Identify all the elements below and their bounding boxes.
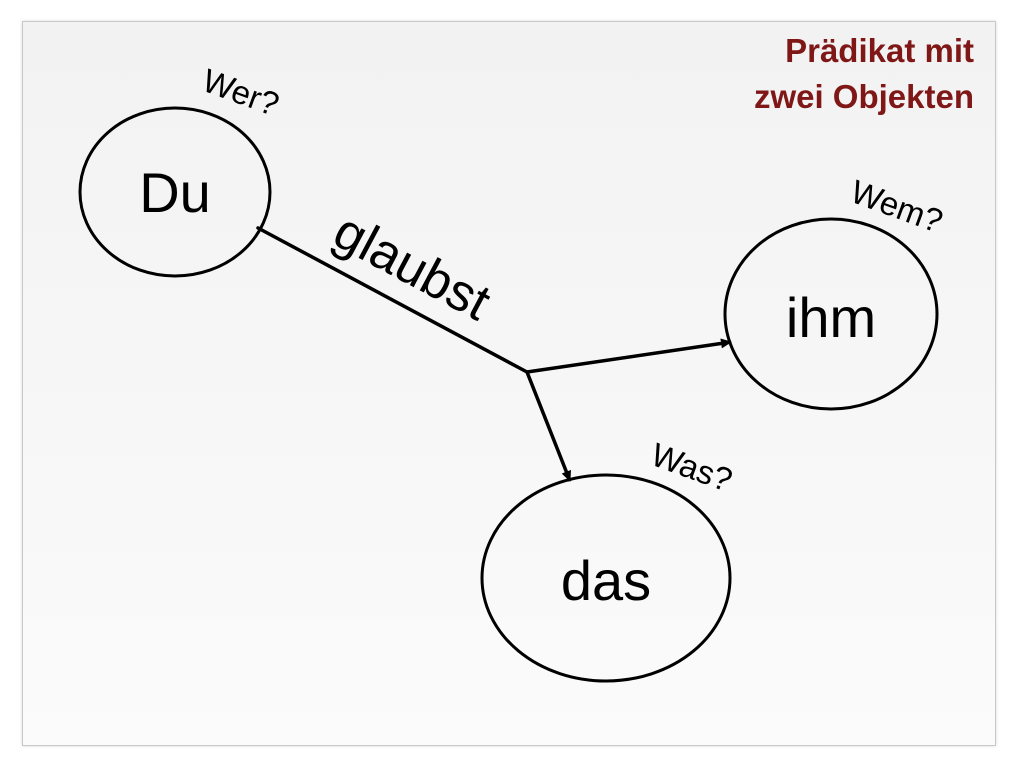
subject-node bbox=[78, 106, 272, 278]
title-line-2: zwei Objekten bbox=[753, 78, 974, 115]
accusative-object-label: das bbox=[561, 549, 651, 612]
subject-label: Du bbox=[139, 161, 211, 224]
slide-frame bbox=[22, 21, 996, 746]
dative-object-label: ihm bbox=[786, 286, 876, 349]
accusative-object-question: Was? bbox=[647, 436, 738, 499]
title-line-1: Prädikat mit bbox=[785, 32, 974, 69]
dative-object-question: Wem? bbox=[846, 173, 948, 240]
accusative-object-node bbox=[480, 473, 732, 683]
arrow-to-dative-object bbox=[526, 338, 732, 374]
predicate-label: glaubst bbox=[324, 202, 500, 332]
slide-title: Prädikat mit zwei Objekten bbox=[754, 28, 974, 120]
predicate-line bbox=[256, 226, 529, 374]
arrow-to-accusative-object bbox=[525, 371, 572, 482]
dative-object-node bbox=[723, 217, 939, 411]
